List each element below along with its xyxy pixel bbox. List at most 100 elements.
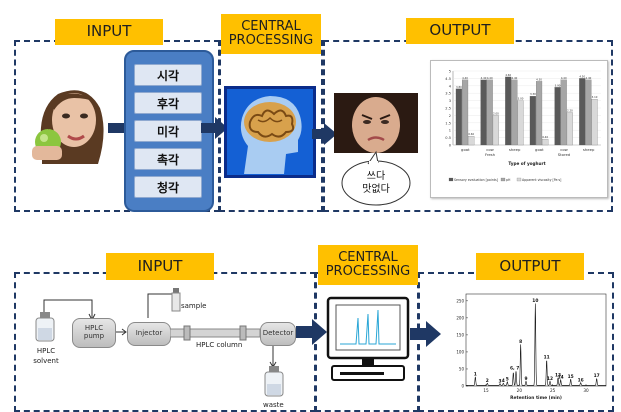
bar-value-label: 3.90	[555, 83, 561, 87]
y-tick-label: 2	[449, 114, 451, 118]
bar-5-0	[579, 78, 586, 146]
x-category-label: Stored	[558, 152, 571, 157]
y-tick-label: 3	[449, 99, 451, 103]
solvent-label: HPLC solvent	[33, 347, 59, 365]
bar-0-2	[468, 136, 475, 146]
bar-value-label: 4.30	[536, 77, 542, 81]
y-tick-label: 0.5	[445, 136, 451, 140]
bar-2-1	[511, 79, 518, 146]
y-tick-label: 0	[449, 144, 452, 148]
legend-swatch	[500, 177, 506, 182]
bottom-central-tag: CENTRAL PROCESSING	[318, 245, 418, 285]
sense-smell: 후각	[134, 92, 202, 114]
x-category-label: cow	[560, 147, 568, 152]
arrow-to-computer	[296, 319, 327, 345]
y-tick-label: 50	[459, 366, 465, 371]
legend-swatch	[448, 177, 454, 182]
bar-value-label: 4.60	[505, 73, 511, 77]
bar-3-0	[529, 96, 536, 146]
bar-value-label: 4.40	[481, 76, 487, 80]
y-tick-label: 4.5	[445, 77, 451, 81]
y-tick-label: 1.5	[445, 121, 451, 125]
y-tick-label: 150	[456, 332, 464, 337]
bar-3-1	[536, 81, 543, 146]
bar-value-label: 0.40	[542, 135, 548, 139]
legend-swatch	[516, 177, 522, 182]
peak-label: 13	[555, 373, 561, 379]
top-output-tag: OUTPUT	[406, 18, 514, 44]
x-category-label: Fresh	[485, 152, 496, 157]
sense-hearing: 청각	[134, 176, 202, 198]
y-tick-label: 4	[449, 84, 452, 88]
waste-bottle-icon	[264, 366, 284, 397]
detector: Detector	[260, 322, 296, 346]
x-tick-label: 15	[483, 388, 489, 393]
y-tick-label: 1	[449, 129, 451, 133]
x-category-label: cow	[486, 147, 494, 152]
bar-1-1	[486, 79, 493, 146]
legend-label: Apparent viscosity [Pa·s]	[522, 178, 561, 182]
bar-value-label: 4.40	[586, 76, 592, 80]
peak-label: 14	[558, 375, 564, 381]
speech-text: 쓰다 맛없다	[362, 171, 390, 195]
bar-2-0	[505, 76, 512, 146]
x-category-label: sheep	[583, 147, 595, 152]
y-tick-label: 2.5	[445, 107, 451, 111]
peak-label: 1	[474, 371, 477, 377]
y-tick-label: 100	[456, 349, 464, 354]
waste-label: waste	[263, 401, 284, 409]
peak-label: 5	[506, 377, 509, 383]
injector: Injector	[127, 322, 171, 346]
woman-eating-apple-image	[28, 80, 112, 164]
x-tick-label: 20	[517, 388, 523, 393]
peak-label: 6, 7	[510, 366, 519, 372]
bar-4-0	[554, 87, 561, 146]
legend-label: pH	[506, 178, 511, 182]
bar-4-2	[566, 112, 573, 146]
hplc-pump: HPLC pump	[72, 318, 116, 348]
y-tick-label: 0	[461, 384, 464, 389]
x-category-label: sheep	[509, 147, 521, 152]
column-label: HPLC column	[196, 341, 243, 349]
sample-vial-icon	[171, 288, 181, 312]
bar-4-1	[560, 79, 567, 146]
disgusted-face-image	[334, 93, 418, 153]
speech-bubble	[341, 150, 411, 206]
bar-value-label: 4.40	[512, 76, 518, 80]
bar-value-label: 0.60	[468, 132, 474, 136]
y-tick-label: 5	[449, 70, 451, 74]
peak-label: 12	[547, 376, 553, 382]
peak-label: 4	[502, 378, 505, 384]
sense-taste: 미각	[134, 120, 202, 142]
top-input-tag: INPUT	[55, 19, 163, 45]
peak-label: 8	[519, 339, 522, 345]
peak-label: 9	[524, 376, 527, 382]
top-central-tag: CENTRAL PROCESSING	[221, 14, 321, 54]
x-axis-label: Type of yoghurt	[508, 161, 545, 166]
peak-label: 3	[498, 378, 501, 384]
bar-1-2	[492, 115, 499, 146]
bar-value-label: 3.80	[456, 85, 462, 89]
bar-3-2	[542, 138, 549, 146]
bar-0-0	[455, 88, 462, 146]
brain-head-image	[224, 86, 316, 178]
arrow-to-face	[312, 123, 337, 145]
bar-5-2	[591, 99, 598, 146]
peak-label: 2	[486, 378, 489, 384]
x-category-label: goat	[535, 147, 544, 152]
bar-2-2	[517, 100, 524, 146]
bar-value-label: 2.20	[567, 108, 573, 112]
y-tick-label: 3.5	[445, 92, 451, 96]
legend-label: Sensory evaluation [points]	[454, 178, 498, 182]
bottom-input-tag: INPUT	[106, 253, 214, 280]
peak-label: 10	[532, 298, 538, 304]
chromatogram-trace	[466, 303, 606, 386]
x-axis-label: Retention time (min)	[510, 395, 562, 401]
x-category-label: goat	[461, 147, 470, 152]
bottom-output-tag: OUTPUT	[476, 253, 584, 280]
bar-value-label: 3.00	[518, 97, 524, 101]
bar-value-label: 3.10	[592, 95, 598, 99]
